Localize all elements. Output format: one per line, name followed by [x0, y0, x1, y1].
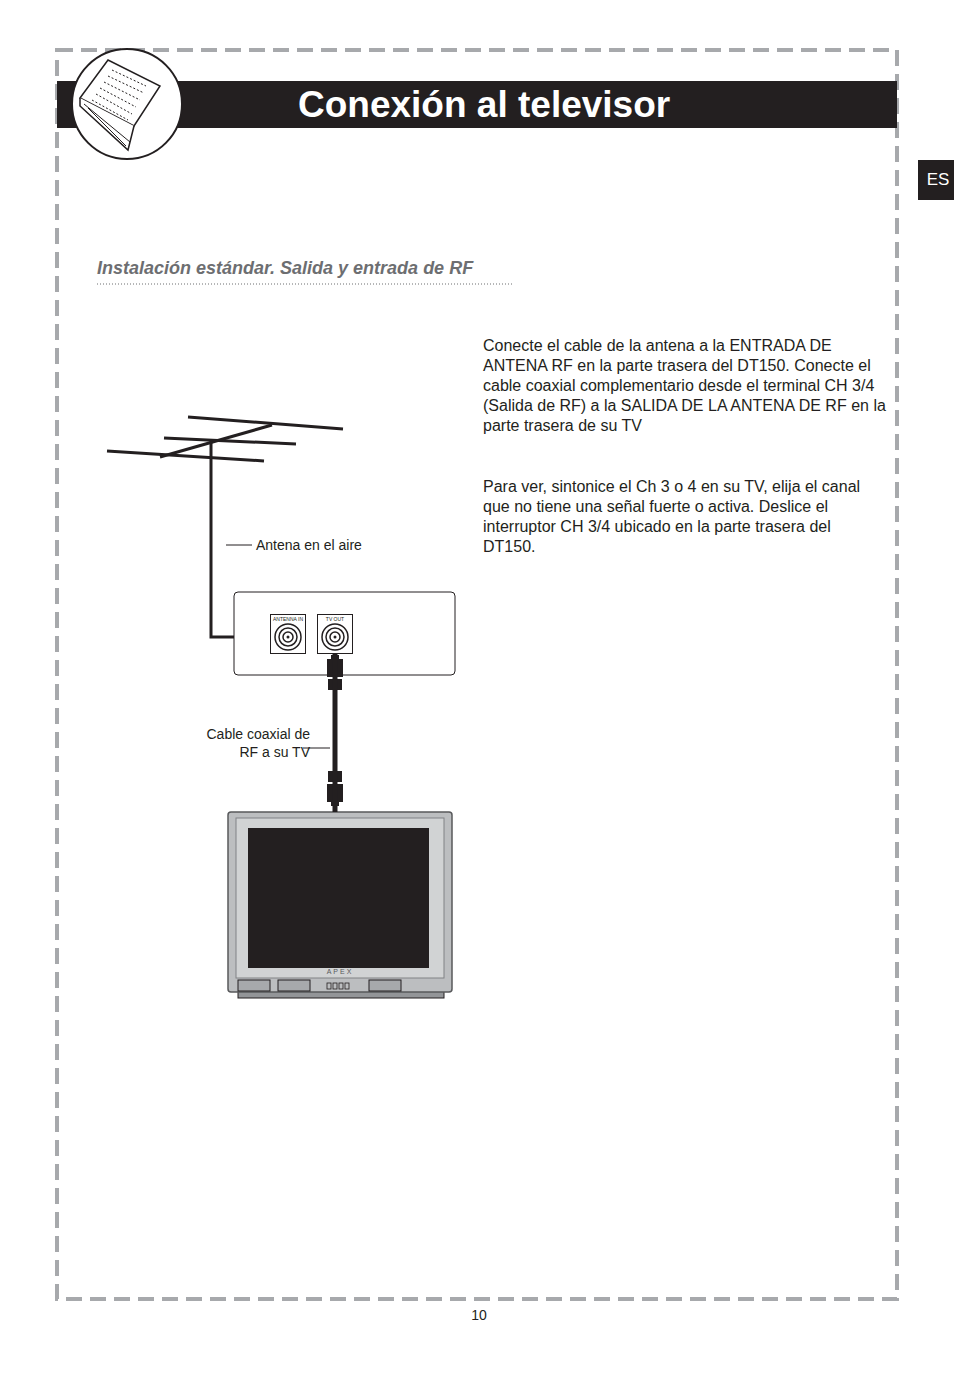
language-tab: ES [918, 160, 954, 200]
body-paragraph: Conecte el cable de la antena a la ENTRA… [483, 336, 887, 436]
rf-input-jack: ANTENNA IN [270, 614, 306, 654]
part-label: Cable coaxial de RF a su TV [190, 725, 310, 761]
node-text: ES [918, 160, 954, 200]
node-text: ANTENNA IN [271, 615, 305, 622]
header-bar [57, 81, 897, 128]
coax-cable [333, 654, 338, 812]
section-heading: Instalación estándar. Salida y entrada d… [97, 257, 473, 279]
node-text: APEX [228, 967, 452, 976]
node-text: TV OUT [318, 615, 352, 622]
dotted-rule [97, 284, 512, 285]
leader-line [226, 545, 252, 546]
television [228, 812, 452, 998]
rf-output-jack: TV OUT [317, 614, 353, 654]
page-number: 10 [466, 1307, 492, 1323]
page-title: Conexión al televisor [298, 84, 670, 126]
body-paragraph: Para ver, sintonice el Ch 3 o 4 en su TV… [483, 477, 887, 557]
book-icon [72, 49, 182, 159]
back-panel [234, 592, 455, 675]
part-label: Antena en el aire [256, 536, 362, 554]
rf-jacks [275, 624, 348, 650]
television-set: APEX [228, 812, 452, 992]
dashed-frame [57, 50, 897, 1299]
